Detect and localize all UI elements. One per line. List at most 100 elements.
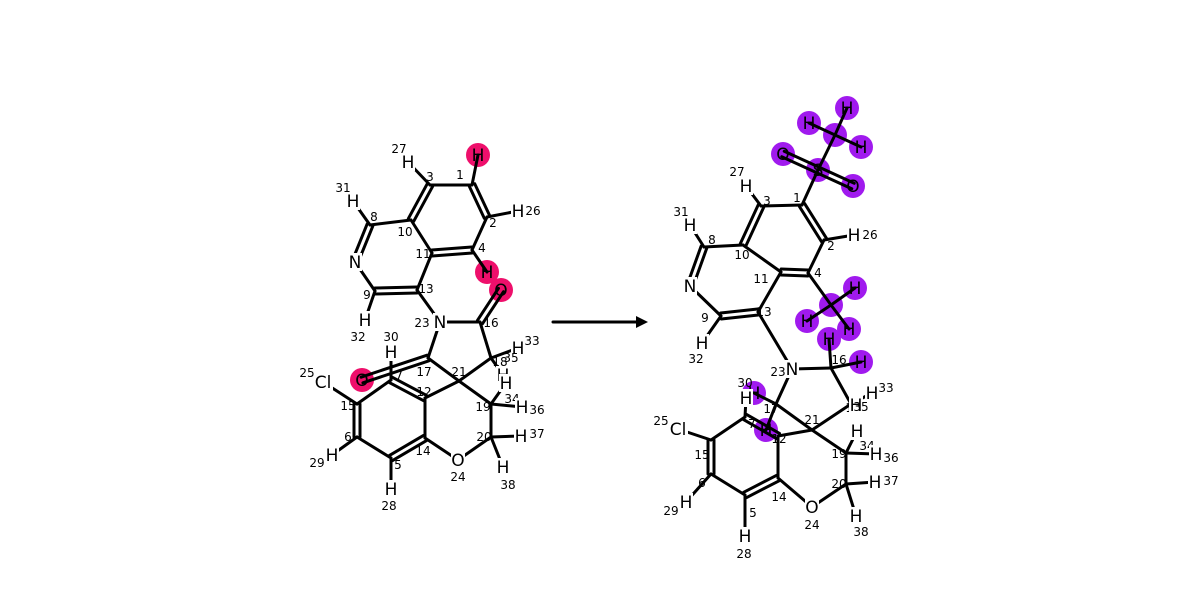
product-bond-3 <box>738 203 760 246</box>
reactant-atom-h-41: H <box>385 480 398 500</box>
reactant-atom-index-2: 2 <box>489 216 497 230</box>
product-bond-34 <box>829 366 853 406</box>
reactant-atom-h-29: H <box>515 427 528 447</box>
product-atom-o-42: O <box>805 498 818 518</box>
reactant-bond-1-second <box>473 182 492 218</box>
reactant-bond-27 <box>457 379 493 406</box>
product-atom-index-29: 29 <box>663 504 678 518</box>
reactant-atom-h-12: H <box>347 192 360 212</box>
reactant-atom-index-25: 25 <box>299 366 314 380</box>
product-atom-n-25: N <box>786 360 799 380</box>
product-atom-index-28: 28 <box>736 547 751 561</box>
reactant-atom-n-16: N <box>434 313 447 333</box>
product-atom-index-31: 31 <box>673 205 688 219</box>
product-atom-index-4: 4 <box>814 266 822 280</box>
reactant-atom-index-32: 32 <box>350 330 365 344</box>
reactant-bond-7 <box>368 218 413 227</box>
reactant-atom-cl-39: Cl <box>315 373 332 393</box>
product-bond-19 <box>807 121 837 137</box>
product-atom-index-21: 21 <box>804 413 819 427</box>
product-atom-bg-40 <box>868 473 882 491</box>
product-atom-bg-51 <box>679 493 693 511</box>
product-atom-index-24: 24 <box>804 518 819 532</box>
reactant-bond-21-second <box>361 359 431 385</box>
product-bond-26 <box>756 310 794 371</box>
reactant-atom-index-10: 10 <box>397 225 412 239</box>
product-atom-index-8: 8 <box>708 233 716 247</box>
reactant-atom-index-17: 17 <box>416 365 431 379</box>
reactant-atom-bg-31 <box>451 451 465 469</box>
product-atom-h-23: H <box>801 312 814 332</box>
reactant-atom-index-36: 36 <box>529 403 544 417</box>
reactant-atom-bg-11 <box>401 153 415 171</box>
product-atom-h-28: H <box>855 353 868 373</box>
product-atom-h-34: H <box>866 384 879 404</box>
product-atom-bg-35 <box>849 396 863 414</box>
product-bond-31 <box>752 391 778 406</box>
reactant-atom-bg-23 <box>511 339 525 357</box>
reactant-bond-37 <box>355 378 393 406</box>
product-atom-h-37: H <box>851 422 864 442</box>
product-atom-bg-11 <box>683 216 697 234</box>
product-bond-10 <box>756 270 783 314</box>
reactant-atom-n-8: N <box>349 253 362 273</box>
product-atom-bg-41 <box>849 507 863 525</box>
product-atom-index-7: 7 <box>748 417 756 431</box>
product-bond-5-second <box>779 267 810 272</box>
reactant-atom-bg-39 <box>313 373 333 391</box>
product-bond-20 <box>833 106 849 137</box>
reactant-atom-h-23: H <box>512 339 525 359</box>
product-atom-index-20: 20 <box>831 477 846 491</box>
product-atom-index-16: 16 <box>831 353 846 367</box>
product-bond-6 <box>702 243 745 249</box>
product-atom-bg-34 <box>865 384 879 402</box>
reactant-bond-40 <box>391 439 429 463</box>
reactant-atom-o-18: O <box>494 281 507 301</box>
reactant-atom-index-30: 30 <box>383 330 398 344</box>
reactant-bond-23 <box>478 320 493 360</box>
reactant-atom-bg-15 <box>358 311 372 329</box>
product-atom-index-13: 13 <box>756 305 771 319</box>
product-atom-bg-49 <box>739 389 753 407</box>
product-bond-38 <box>810 428 848 455</box>
product-atom-h-31: H <box>760 421 773 441</box>
product-bond-17-second <box>817 165 856 185</box>
reactant-bond-5 <box>409 218 434 255</box>
reactant-atom-index-8: 8 <box>370 210 378 224</box>
reactant-atom-index-3: 3 <box>426 170 434 184</box>
reactant-bond-6 <box>430 251 474 258</box>
reactant-atom-bg-38 <box>384 343 398 361</box>
reactant-atom-h-26: H <box>500 374 513 394</box>
reactant-atom-index-12: 12 <box>416 385 431 399</box>
product-atom-h-11: H <box>684 216 697 236</box>
product-atom-bg-7 <box>683 277 697 295</box>
product-bond-50 <box>709 472 747 497</box>
product-bond-48 <box>709 415 747 442</box>
reactant-atom-index-6: 6 <box>344 430 352 444</box>
reactant-atom-o-31: O <box>451 451 464 471</box>
product-atom-index-27: 27 <box>729 165 744 179</box>
reactant-bond-40-second <box>387 433 425 457</box>
reactant-atom-h-14: H <box>481 263 494 283</box>
product-bond-21 <box>833 133 863 149</box>
product-atom-h-13: H <box>696 334 709 354</box>
reactant-atom-bg-13 <box>511 202 525 220</box>
reactant-atom-bg-29 <box>514 427 528 445</box>
product-atom-bg-25 <box>785 360 799 378</box>
reactant-atom-index-4: 4 <box>478 241 486 255</box>
reactant-atom-index-27: 27 <box>391 142 406 156</box>
product-bond-9-second <box>719 307 760 315</box>
product-atom-index-17: 17 <box>763 402 778 416</box>
reactant-atom-bg-41 <box>384 480 398 498</box>
reactant-bond-39 <box>355 435 393 460</box>
product-bond-46 <box>776 428 814 438</box>
reactant-atom-index-9: 9 <box>363 288 371 302</box>
product-atom-index-38: 38 <box>853 525 868 539</box>
product-atom-h-51: H <box>680 493 693 513</box>
reactant-atom-bg-12 <box>346 192 360 210</box>
reactant-bond-11 <box>415 251 434 292</box>
product-atom-index-37: 37 <box>883 474 898 488</box>
product-atom-index-3: 3 <box>763 194 771 208</box>
reactant-bond-19-second <box>475 286 500 322</box>
reactant-atom-index-21: 21 <box>451 365 466 379</box>
